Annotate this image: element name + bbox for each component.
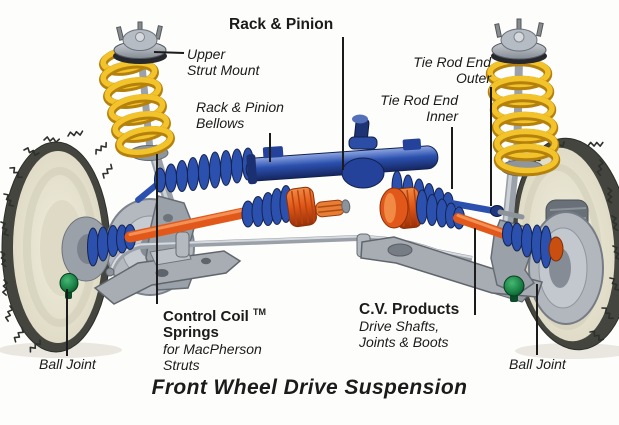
label-ball-joint-left: Ball Joint — [39, 356, 96, 372]
label-ball-joint-right: Ball Joint — [509, 356, 566, 372]
ball-joint-right — [503, 275, 525, 302]
tie-rod-end-outer-joint — [497, 209, 525, 220]
leader-lines — [66, 37, 538, 356]
right-axle-shaft — [453, 213, 515, 241]
pinion-input-shaft — [341, 114, 385, 189]
left-drive-shaft — [87, 185, 351, 267]
label-tie-rod-end-outer: Tie Rod End Outer — [413, 54, 491, 86]
left-strut-assembly — [99, 21, 178, 214]
label-rack-pinion-bellows: Rack & Pinion Bellows — [196, 99, 284, 131]
right-drive-shaft — [379, 187, 564, 269]
sway-bar-bushing-left — [175, 231, 190, 258]
label-cv-products: C.V. Products Drive Shafts, Joints & Boo… — [359, 301, 460, 351]
label-control-coil-springs: Control Coil TM Springs for MacPherson S… — [163, 307, 266, 373]
label-rack-and-pinion: Rack & Pinion — [229, 16, 334, 33]
leader-upper-strut-mount — [153, 51, 185, 54]
right-upper-strut-mount — [491, 18, 547, 64]
left-bellows — [154, 147, 254, 193]
label-tie-rod-end-inner: Tie Rod End Inner — [380, 92, 458, 124]
left-inner-cv-joint — [286, 186, 317, 228]
right-coil-spring — [485, 57, 561, 177]
left-axle-shaft — [124, 206, 254, 243]
upper-strut-mount — [113, 21, 167, 64]
label-upper-strut-mount: Upper Strut Mount — [187, 46, 260, 78]
diagram-title: Front Wheel Drive Suspension — [151, 376, 468, 399]
left-shaft-splined-stub — [315, 199, 351, 218]
